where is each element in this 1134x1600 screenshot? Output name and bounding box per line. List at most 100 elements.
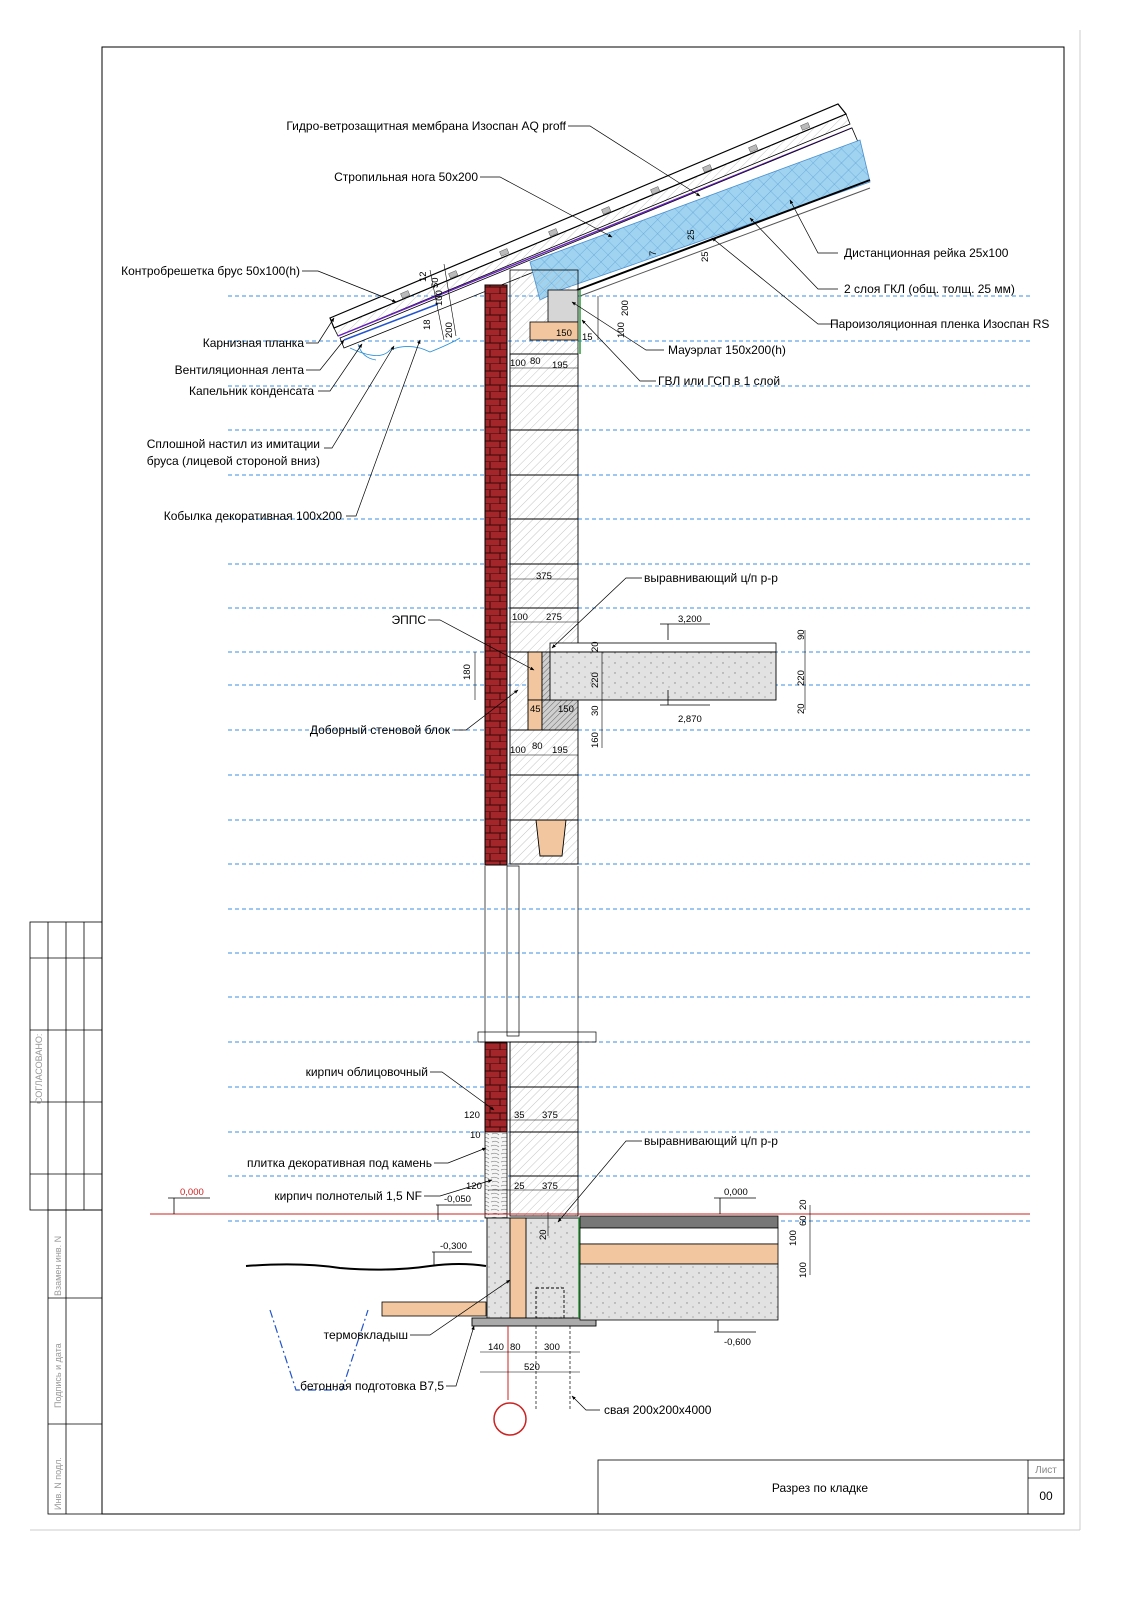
approval-stamp [29,921,103,1515]
label-drip: Капельник конденсата [189,384,314,398]
dim-s-180: 180 [462,664,473,680]
sheet-frame [101,46,1065,1515]
level-markers [168,623,756,1333]
label-membrane: Гидро-ветрозащитная мембрана Изоспан AQ … [286,119,566,133]
title-block [597,1459,1065,1515]
dim-f-20: 20 [538,1229,549,1240]
label-eave-strip: Карнизная планка [203,336,305,350]
dim-w-375: 375 [536,571,552,582]
window-opening [477,865,597,1043]
dim-roof-25a: 25 [686,229,697,240]
guide-lines [228,295,1030,1222]
label-vent-tape: Вентиляционная лента [175,363,305,377]
dim-f-120b: 120 [466,1181,482,1192]
lower-wall [509,1041,579,1217]
dim-s-160: 160 [590,732,601,748]
dim-ft-520: 520 [524,1362,540,1373]
dim-f-10: 10 [470,1130,481,1141]
dim-fl-60: 60 [798,1215,809,1226]
dim-roof-100: 100 [434,290,445,306]
stamp-agreed: СОГЛАСОВАНО: [34,1034,44,1104]
dim-roof-7: 7 [648,251,659,256]
dim-roof-12: 12 [418,271,429,282]
label-thermal-insert: термовкладыш [324,1328,408,1342]
dim-m-15: 15 [582,332,593,343]
dim-fl-20: 20 [798,1199,809,1210]
dim-m-150: 150 [556,328,572,339]
dim-roof-18: 18 [422,319,433,330]
dim-ft-300: 300 [544,1342,560,1353]
label-vapor-film: Пароизоляционная пленка Изоспан RS [830,317,1049,331]
dim-b-80: 80 [532,741,543,752]
dim-m-100: 100 [616,322,627,338]
drain-ditch [269,1309,369,1391]
stamp-replaced: Взамен инв. N [53,1236,63,1296]
dim-s-20b: 20 [796,703,807,714]
dim-ft-140: 140 [488,1342,504,1353]
level-minus-0050: -0,050 [444,1194,471,1205]
label-sheathing-line2: бруса (лицевой стороной вниз) [147,454,320,468]
dim-s-20a: 20 [590,641,601,652]
drawing-title: Разрез по кладке [772,1481,869,1495]
label-rafter: Стропильная нога 50х200 [334,170,478,184]
ground-floor [579,1215,779,1321]
dim-f-35: 35 [514,1110,525,1121]
label-pile: свая 200х200х4000 [604,1403,712,1417]
label-spacer-rail: Дистанционная рейка 25х100 [844,246,1009,260]
dim-m-200: 200 [620,300,631,316]
dim-s-220b: 220 [796,670,807,686]
dim-ft-80: 80 [510,1342,521,1353]
level-slab-bottom: 2,870 [678,714,702,725]
label-solid-brick: кирпич полнотелый 1,5 NF [274,1189,422,1203]
level-zero-right: 0,000 [724,1187,748,1198]
dim-roof-200: 200 [444,322,455,338]
pile [493,1326,571,1436]
label-epps: ЭППС [391,613,426,627]
label-counter-batten: Контробрешетка брус 50х100(h) [121,264,300,278]
dim-b-195: 195 [552,745,568,756]
label-extra-block: Доборный стеновой блок [310,723,451,737]
label-gkl: 2 слоя ГКЛ (общ. толщ. 25 мм) [844,282,1015,296]
label-decor-tile: плитка декоративная под камень [247,1156,432,1170]
label-mauerlat: Мауэрлат 150х200(h) [668,343,786,357]
dim-s-30: 30 [590,705,601,716]
dimension-lines [429,263,811,1373]
dim-top-100: 100 [510,358,526,369]
foundation [471,1217,597,1327]
dim-s-275: 275 [546,612,562,623]
dim-roof-50: 50 [430,277,441,288]
label-sheathing-line1: Сплошной настил из имитации [147,437,320,451]
sheet-number: 00 [1039,1489,1053,1503]
level-minus-0300: -0,300 [440,1241,467,1252]
level-minus-0600: -0,600 [724,1337,751,1348]
blind-area-insulation [381,1301,487,1317]
dim-top-80: 80 [530,356,541,367]
mauerlat-zone [509,269,581,355]
dim-roof-25b: 25 [700,251,711,262]
leader-lines [302,125,838,1411]
label-concrete-prep: бетонная подготовка В7,5 [300,1379,444,1393]
upper-wall [509,353,579,865]
stamp-inv-no: Инв. N подл. [53,1457,63,1510]
decor-tile [484,1131,508,1219]
dim-b-100: 100 [510,745,526,756]
label-facing-brick: кирпич облицовочный [306,1065,428,1079]
level-slab-top: 3,200 [678,614,702,625]
level-zero-left: 0,000 [180,1187,204,1198]
dim-s-150: 150 [558,704,574,715]
label-decorative-fascia: Кобылка декоративная 100х200 [164,509,343,523]
stamp-signature: Подпись и дата [53,1343,63,1408]
label-leveling-top: выравнивающий ц/п р-р [644,571,778,585]
dim-fl-100a: 100 [788,1230,799,1246]
sheet-label: Лист [1035,1465,1057,1476]
dim-s-100: 100 [512,612,528,623]
dim-s-90: 90 [796,629,807,640]
label-leveling-bottom: выравнивающий ц/п р-р [644,1134,778,1148]
dim-f-25: 25 [514,1181,525,1192]
ground-line [245,1263,487,1271]
dim-s-45: 45 [530,704,541,715]
dim-s-220a: 220 [590,672,601,688]
facing-brick-lower [484,1041,508,1133]
dim-f-120a: 120 [464,1110,480,1121]
